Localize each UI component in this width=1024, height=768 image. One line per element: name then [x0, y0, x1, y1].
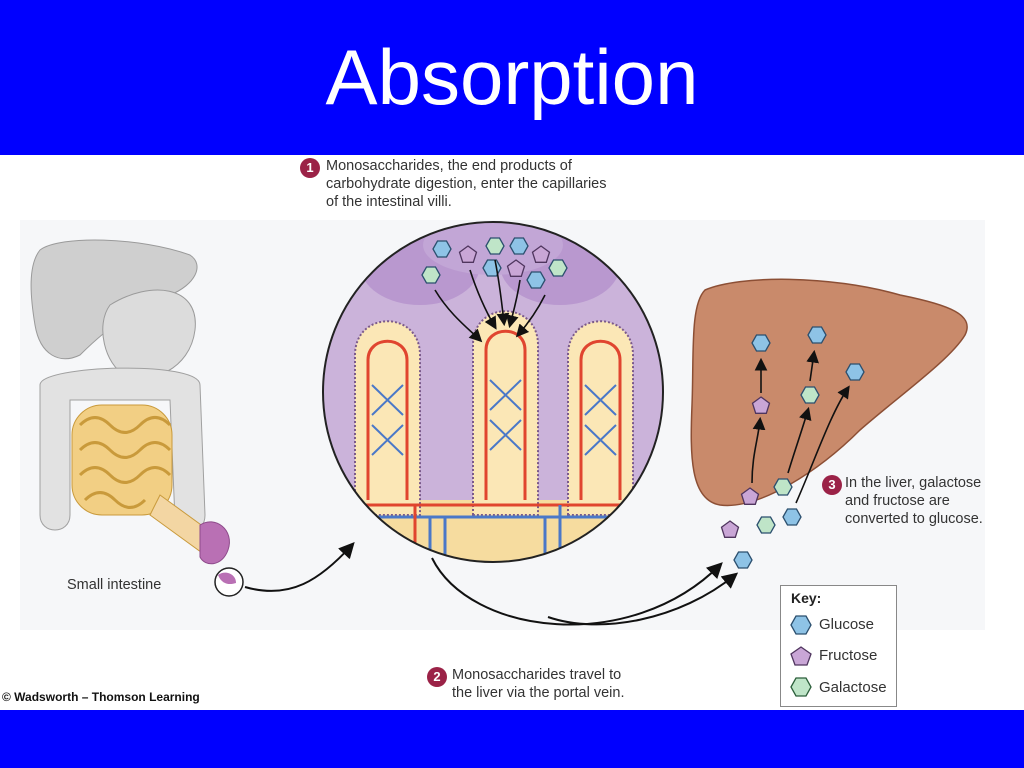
step-2-line: the liver via the portal vein. — [452, 685, 625, 701]
step-1-line: of the intestinal villi. — [326, 194, 452, 210]
step-1-line: Monosaccharides, the end products of — [326, 158, 572, 174]
slide-title: Absorption — [325, 33, 699, 121]
legend-key: Key: Glucose Fructose Galactose — [780, 585, 897, 707]
key-icons — [790, 615, 812, 697]
step-2-badge: 2 — [427, 667, 447, 687]
step-3-badge: 3 — [822, 475, 842, 495]
step-2-text: Monosaccharides travel to the liver via … — [452, 666, 624, 702]
step-1-badge: 1 — [300, 158, 320, 178]
step-1-text: Monosaccharides, the end products of car… — [326, 157, 607, 211]
step-2-line: Monosaccharides travel to — [452, 667, 622, 683]
fructose-pentagon-icon — [790, 646, 812, 666]
galactose-hexagon-icon — [790, 677, 812, 697]
portal-vein-arrow — [431, 557, 723, 626]
diagram-area: 1 Monosaccharides, the end products of c… — [0, 155, 1024, 710]
step-3-text: In the liver, galactose and fructose are… — [845, 474, 983, 528]
key-title: Key: — [791, 590, 822, 606]
step-3-line: converted to glucose. — [845, 511, 983, 527]
portal-vein-arrow-2 — [547, 572, 739, 626]
key-item-fructose: Fructose — [819, 647, 878, 664]
small-intestine-label: Small intestine — [67, 577, 162, 593]
key-item-galactose: Galactose — [819, 679, 887, 696]
glucose-hexagon-icon — [790, 615, 812, 635]
digestive-system-illustration — [30, 239, 244, 597]
step-3-line: In the liver, galactose — [845, 475, 982, 491]
step-3-line: and fructose are — [845, 493, 950, 509]
copyright-notice: © Wadsworth – Thomson Learning — [2, 690, 200, 704]
key-item-glucose: Glucose — [819, 616, 875, 633]
title-banner: Absorption — [0, 0, 1024, 155]
villi-cross-section — [322, 221, 664, 563]
arrow-intestine-to-villi — [244, 542, 355, 592]
absorption-diagram — [20, 220, 985, 630]
footer-banner — [0, 710, 1024, 768]
liver-illustration — [690, 278, 968, 569]
step-1-line: carbohydrate digestion, enter the capill… — [326, 176, 607, 192]
